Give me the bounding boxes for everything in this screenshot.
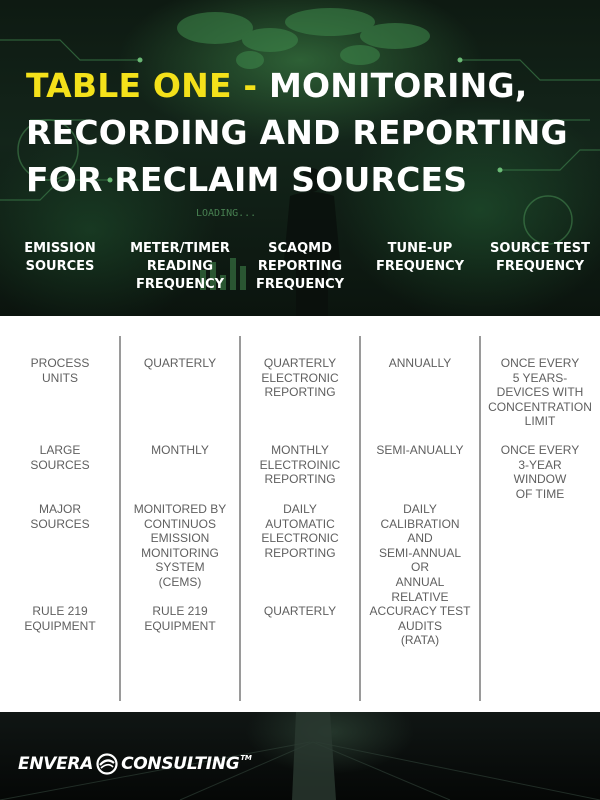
envera-consulting-logo: ENVERA CONSULTING TM bbox=[18, 752, 252, 776]
table-cell: ONCE EVERY 3-YEAR WINDOW OF TIME bbox=[500, 443, 580, 501]
logo-text-right: CONSULTING bbox=[121, 754, 240, 774]
footer: ENVERA CONSULTING TM bbox=[0, 712, 600, 800]
logo-text-left: ENVERA bbox=[18, 754, 94, 774]
table-cell: DAILY CALIBRATION AND SEMI-ANNUAL OR ANN… bbox=[369, 502, 471, 648]
loading-text: LOADING... bbox=[196, 208, 256, 219]
logo-trademark: TM bbox=[240, 754, 252, 762]
table-cell: RULE 219 EQUIPMENT bbox=[144, 604, 216, 633]
table-cell: SEMI-ANUALLY bbox=[376, 443, 464, 457]
table-cell: ANNUALLY bbox=[388, 356, 452, 370]
column-header-tune-up: TUNE-UP FREQUENCY bbox=[375, 241, 465, 274]
table-cell: QUARTERLY bbox=[263, 604, 337, 618]
table-cell: MONITORED BY CONTINUOS EMISSION MONITORI… bbox=[133, 502, 227, 589]
table-cell: QUARTERLY bbox=[143, 356, 217, 370]
table-cell: PROCESS UNITS bbox=[30, 356, 90, 385]
column-divider bbox=[479, 336, 481, 701]
table-cell: DAILY AUTOMATIC ELECTRONIC REPORTING bbox=[261, 502, 339, 560]
footer-background bbox=[0, 712, 600, 800]
column-divider bbox=[359, 336, 361, 701]
table-cell: ONCE EVERY 5 YEARS- DEVICES WITH CONCENT… bbox=[488, 356, 592, 429]
table-cell: MAJOR SOURCES bbox=[30, 502, 90, 531]
column-divider bbox=[239, 336, 241, 701]
column-header-meter-timer: METER/TIMER READING FREQUENCY bbox=[130, 241, 230, 292]
logo-swirl-icon bbox=[96, 753, 118, 775]
column-header-scaqmd-reporting: SCAQMD REPORTING FREQUENCY bbox=[255, 241, 345, 292]
table-cell: RULE 219 EQUIPMENT bbox=[24, 604, 96, 633]
table-cell: MONTHLY bbox=[151, 443, 209, 457]
column-header-emission-sources: EMISSION SOURCES bbox=[24, 241, 96, 274]
title-accent: TABLE ONE - bbox=[26, 66, 269, 105]
table-cell: LARGE SOURCES bbox=[30, 443, 90, 472]
title-text: MONITORING, RECORDING AND REPORTING FOR … bbox=[26, 66, 568, 199]
header-banner: LOADING... TABLE ONE - MONITORING, RECOR… bbox=[0, 0, 600, 316]
column-header-source-test: SOURCE TEST FREQUENCY bbox=[490, 241, 590, 274]
column-headers: EMISSION SOURCES METER/TIMER READING FRE… bbox=[0, 240, 600, 300]
column-divider bbox=[119, 336, 121, 701]
table-body: PROCESS UNITS LARGE SOURCES MAJOR SOURCE… bbox=[0, 316, 600, 701]
page-title: TABLE ONE - MONITORING, RECORDING AND RE… bbox=[26, 62, 576, 203]
table-cell: QUARTERLY ELECTRONIC REPORTING bbox=[261, 356, 339, 400]
tech-background-illustration: LOADING... bbox=[0, 8, 600, 316]
table-cell: MONTHLY ELECTROINIC REPORTING bbox=[259, 443, 341, 487]
